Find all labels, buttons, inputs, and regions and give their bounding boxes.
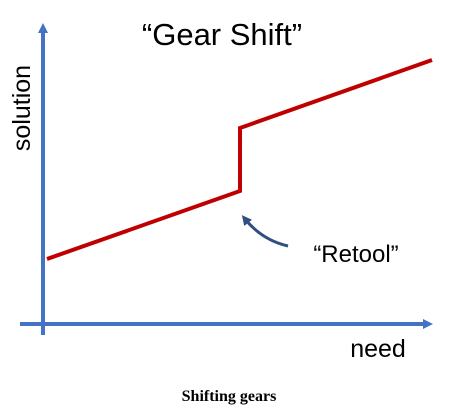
retool-annotation: “Retool” [313, 241, 398, 268]
gear-shift-curve [46, 58, 433, 261]
x-axis-label: need [350, 335, 406, 363]
y-axis-label: solution [8, 65, 36, 151]
retool-arrow [241, 215, 289, 248]
figure-caption: Shifting gears [182, 388, 277, 405]
diagram-title: “Gear Shift” [142, 17, 302, 52]
